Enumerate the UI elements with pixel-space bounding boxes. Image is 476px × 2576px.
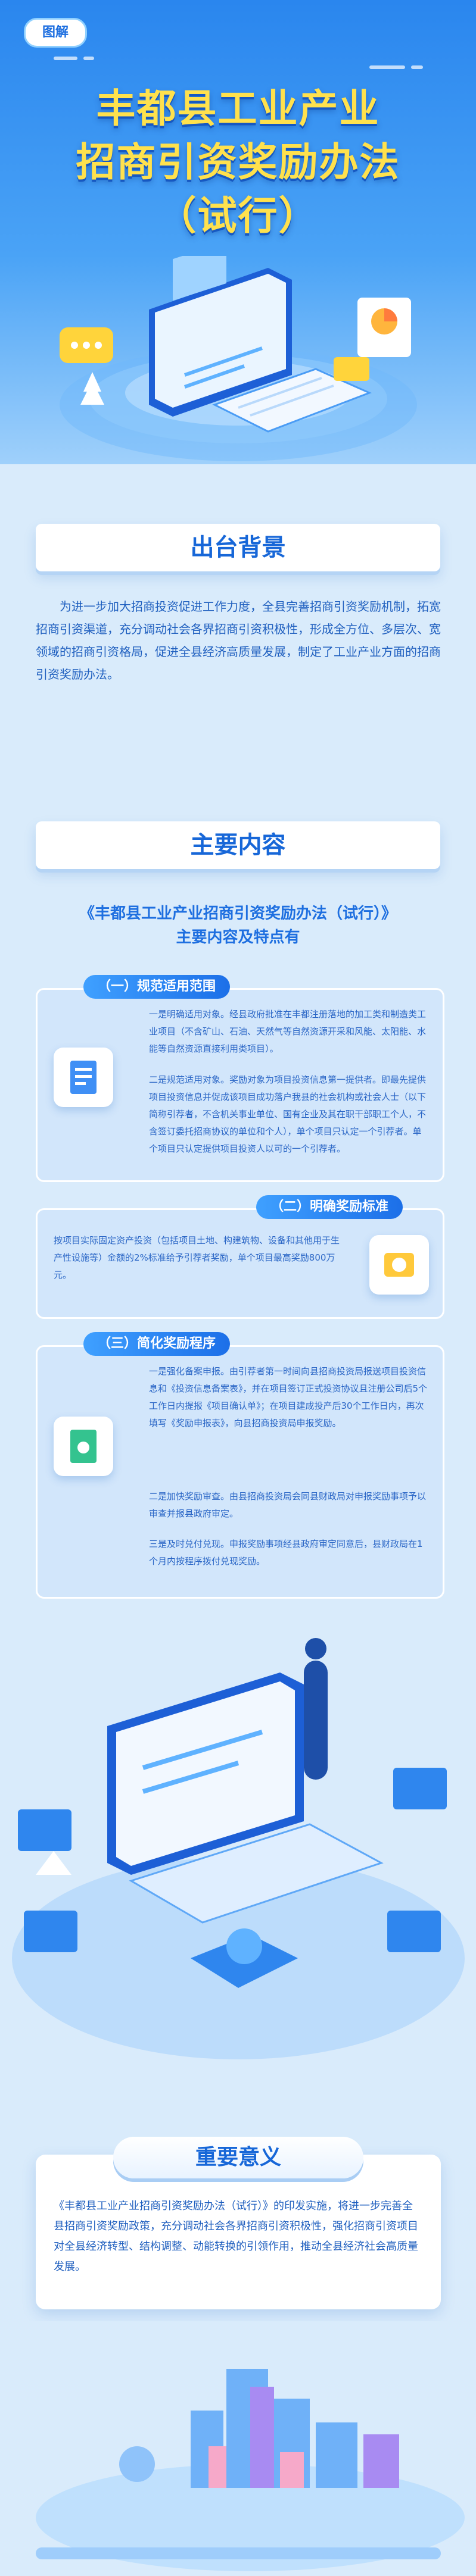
importance-heading: 重要意义 xyxy=(195,2145,281,2169)
background-banner: 出台背景 xyxy=(36,524,440,571)
main-subtitle-2: 主要内容及特点有 xyxy=(176,929,300,946)
hero-banner: 图解 丰都县工业产业 招商引资奖励办法 （试行） xyxy=(0,0,476,464)
decor-dash xyxy=(83,57,94,60)
item-tag-procedure: （三）简化奖励程序 xyxy=(83,1332,231,1356)
background-heading: 出台背景 xyxy=(190,534,286,561)
procedure-point-1: 一是强化备案申报。由引荐者第一时间向县招商投资局报送项目投资信息和《投资信息备案… xyxy=(149,1366,428,1428)
checklist-icon xyxy=(54,1417,113,1476)
network-illustration xyxy=(12,1638,465,2059)
decor-dash xyxy=(369,65,405,69)
document-icon xyxy=(54,1048,113,1107)
title-line-3: （试行） xyxy=(157,193,319,239)
item-tag-scope: （一）规范适用范围 xyxy=(83,975,231,999)
background-paragraph: 为进一步加大招商投资促进工作力度，全县完善招商引资奖励机制，拓宽招商引资渠道，充… xyxy=(36,599,441,681)
decor-dash xyxy=(54,57,77,60)
main-content-banner: 主要内容 xyxy=(36,821,440,869)
standard-point-1: 按项目实际固定资产投资（包括项目土地、构建筑物、设备和其他用于生产性设施等）金额… xyxy=(54,1235,340,1280)
badge-label: 图解 xyxy=(24,18,87,48)
procedure-point-3: 三是及时兑付兑现。申报奖励事项经县政府审定同意后，县财政局在1个月内按程序拨付兑… xyxy=(149,1539,423,1567)
importance-paragraph: 《丰都县工业产业招商引资奖励办法（试行）》的印发实施，将进一步完善全县招商引资奖… xyxy=(54,2200,418,2273)
main-content-heading: 主要内容 xyxy=(190,831,286,859)
scope-point-2: 二是规范适用对象。奖励对象为项目投资信息第一提供者。即最先提供项目投资信息并促成… xyxy=(149,1074,427,1154)
importance-banner: 重要意义 xyxy=(113,2137,363,2178)
item-tag-standard: （二）明确奖励标准 xyxy=(256,1195,403,1219)
main-subtitle-1: 《丰都县工业产业招商引资奖励办法（试行）》 xyxy=(79,905,397,923)
title-line-1: 丰都县工业产业 xyxy=(96,86,380,132)
importance-card xyxy=(36,2155,441,2309)
decor-dash xyxy=(411,65,423,69)
city-illustration xyxy=(0,2321,476,2576)
procedure-point-2: 二是加快奖励审查。由县招商投资局会同县财政局对申报奖励事项予以审查并报县政府审定… xyxy=(149,1491,427,1519)
scope-point-1: 一是明确适用对象。经县政府批准在丰都注册落地的加工类和制造类工业项目（不含矿山、… xyxy=(149,1009,427,1054)
computer-illustration xyxy=(60,256,417,461)
title-line-2: 招商引资奖励办法 xyxy=(76,139,400,185)
coin-icon xyxy=(369,1235,429,1295)
